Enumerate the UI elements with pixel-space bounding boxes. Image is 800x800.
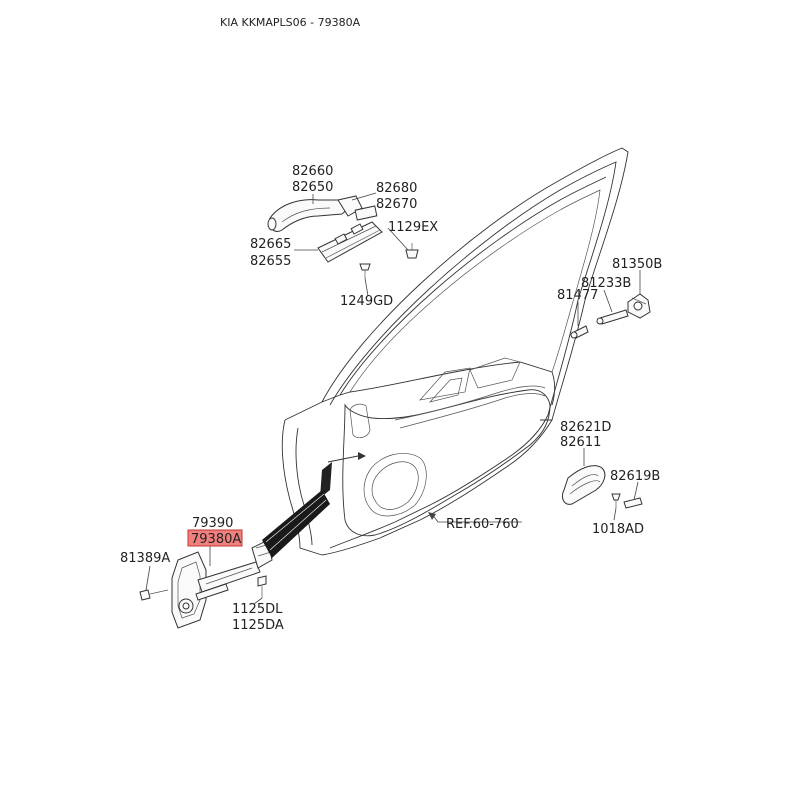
label-82660[interactable]: 82660	[292, 164, 333, 179]
label-79380a[interactable]: 79380A	[191, 532, 241, 547]
label-82611[interactable]: 82611	[560, 435, 601, 450]
label-1249gd[interactable]: 1249GD	[340, 294, 393, 309]
outside-handle-cover	[337, 195, 378, 221]
label-81233b[interactable]: 81233B	[581, 276, 631, 291]
label-82670[interactable]: 82670	[376, 197, 417, 212]
outside-handle-frame	[317, 221, 383, 263]
label-79390[interactable]: 79390	[192, 516, 233, 531]
label-1018ad[interactable]: 1018AD	[592, 522, 644, 537]
door-check-assy	[139, 539, 273, 629]
label-82650[interactable]: 82650	[292, 180, 333, 195]
screw-1249gd	[359, 263, 371, 278]
label-82619b[interactable]: 82619B	[610, 469, 660, 484]
diagram-title: KIA KKMAPLS06 - 79380A	[220, 16, 361, 29]
front-door-panel	[281, 147, 629, 556]
clip-82619b	[623, 497, 643, 509]
label-ref[interactable]: REF.60-760	[446, 517, 519, 532]
inside-handle	[561, 465, 606, 505]
label-1125dl[interactable]: 1125DL	[232, 602, 283, 617]
bolt-1129ex	[405, 243, 419, 259]
label-82655[interactable]: 82655	[250, 254, 291, 269]
label-81477[interactable]: 81477	[557, 288, 598, 303]
outside-handle	[267, 199, 347, 232]
label-81389a[interactable]: 81389A	[120, 551, 170, 566]
part-labels: 82660 82650 82680 82670 1129EX 82665 826…	[120, 164, 662, 633]
highlight-box	[187, 529, 243, 547]
label-1129ex[interactable]: 1129EX	[388, 220, 438, 235]
label-81350b[interactable]: 81350B	[612, 257, 662, 272]
label-82621d[interactable]: 82621D	[560, 420, 611, 435]
leader-lines	[145, 192, 641, 605]
striker-bolt-81233b	[596, 309, 629, 325]
label-82665[interactable]: 82665	[250, 237, 291, 252]
screw-81477	[570, 325, 589, 339]
door-striker	[627, 293, 651, 319]
label-1125da[interactable]: 1125DA	[232, 618, 284, 633]
screw-1018ad	[611, 493, 621, 508]
label-82680[interactable]: 82680	[376, 181, 417, 196]
checker-location-band	[262, 490, 330, 558]
